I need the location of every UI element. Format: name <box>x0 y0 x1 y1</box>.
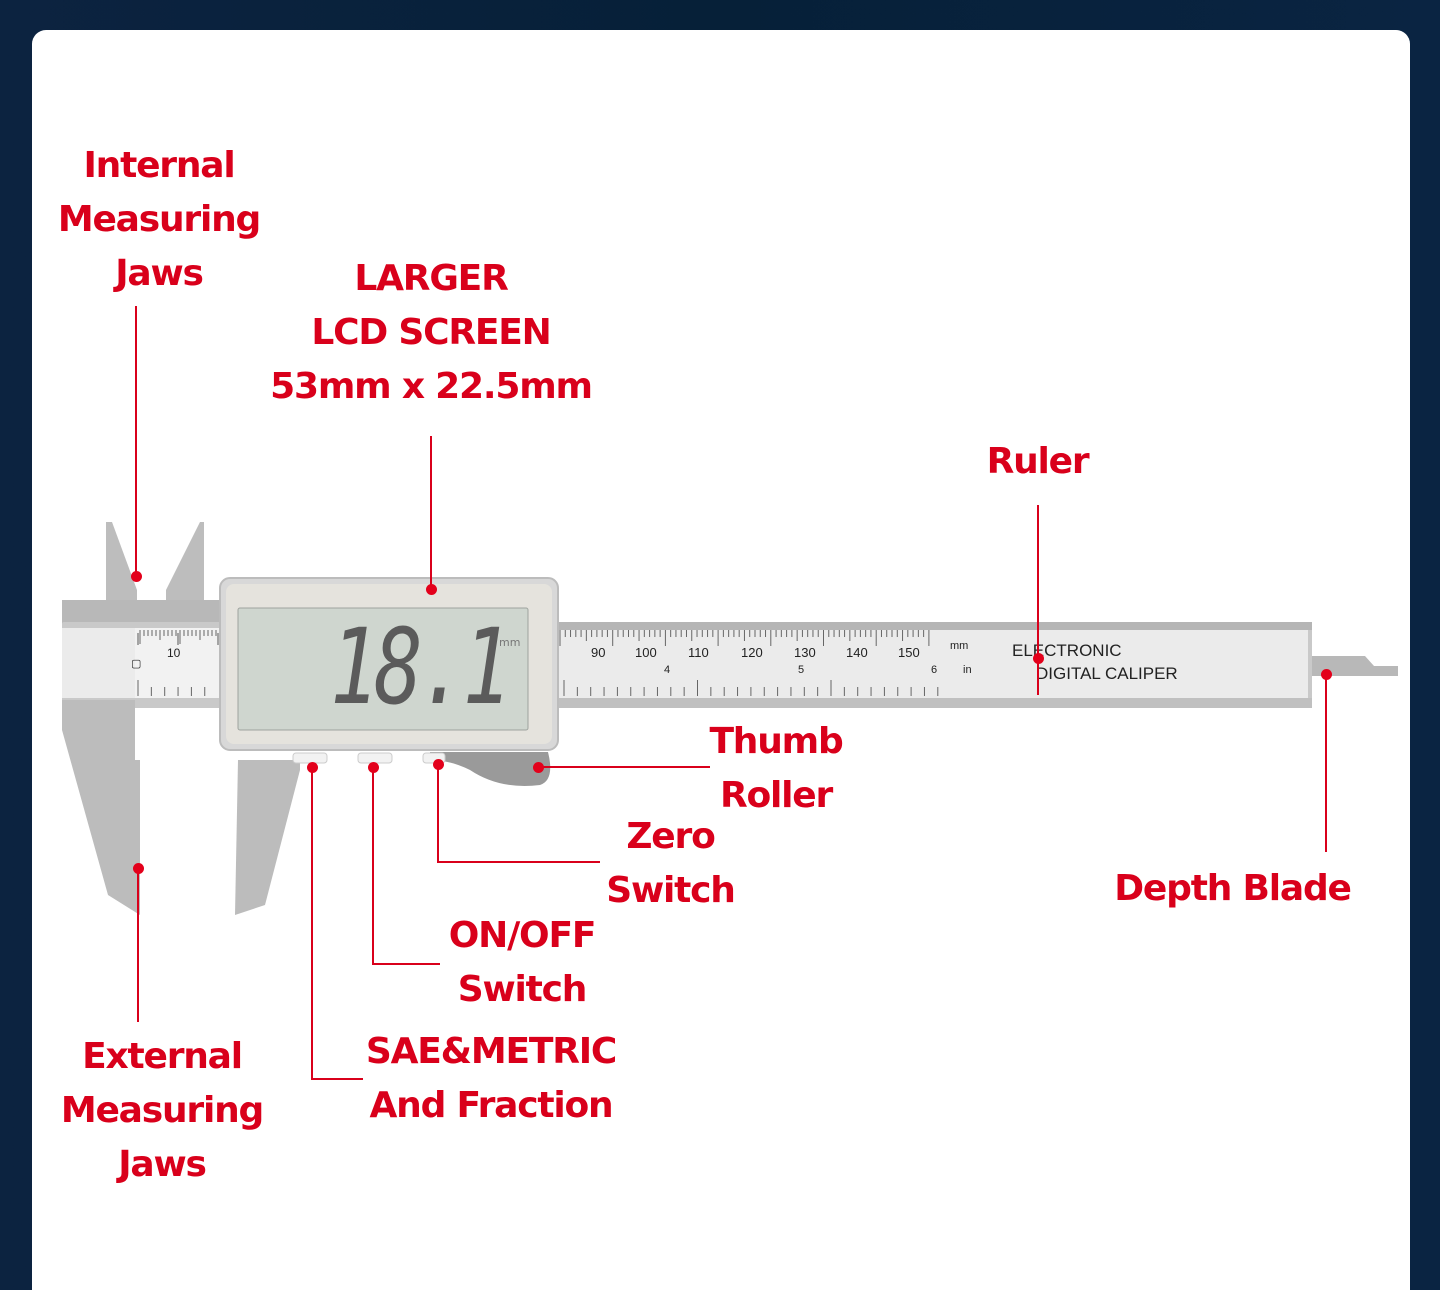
label-depth-blade: Depth Blade <box>1114 868 1352 909</box>
leader-internal-jaws <box>135 306 137 576</box>
leader-onoff-h <box>372 963 440 965</box>
inch-label-4: 4 <box>664 664 671 676</box>
leader-external-jaws <box>137 868 139 1022</box>
external-jaw-fixed <box>62 700 140 915</box>
unit-mm-label: mm <box>950 640 969 652</box>
dot-internal-jaws <box>130 570 142 582</box>
leader-sae-v <box>311 767 313 1080</box>
caliper-illustration <box>62 522 1398 915</box>
scale-zero-box: ▢ <box>131 658 142 670</box>
internal-jaw-sliding <box>166 522 204 615</box>
lcd-reading: 18.1 <box>330 606 511 728</box>
inch-label-6: 6 <box>931 664 938 676</box>
scale-label-130: 130 <box>794 645 816 660</box>
unit-in-label: in <box>963 664 972 676</box>
scale-label-150: 150 <box>898 645 920 660</box>
lcd-screen <box>237 607 529 731</box>
dot-thumb-roller <box>532 761 544 773</box>
label-ruler: Ruler <box>986 441 1090 482</box>
leader-lcd <box>430 436 432 589</box>
brand-line-2: DIGITAL CALIPER <box>1036 664 1178 683</box>
dot-external-jaws <box>132 862 144 874</box>
internal-jaw-fixed <box>106 522 137 615</box>
leader-thumb-roller <box>540 766 710 768</box>
leader-onoff-v <box>372 767 374 965</box>
brand-line-1: ELECTRONIC <box>1012 641 1122 660</box>
scale-label-140: 140 <box>846 645 868 660</box>
dot-depth-blade <box>1320 668 1332 680</box>
leader-depth-blade <box>1325 674 1327 852</box>
lcd-unit: mm <box>499 636 521 649</box>
inch-label-5: 5 <box>798 664 805 676</box>
leader-zero-h <box>437 861 600 863</box>
scale-label-100: 100 <box>635 645 657 660</box>
scale-label-10: 10 <box>167 646 181 660</box>
dot-lcd <box>425 583 437 595</box>
dot-sae <box>306 761 318 773</box>
dot-zero <box>432 758 444 770</box>
external-jaw-sliding <box>235 760 300 915</box>
dot-onoff <box>367 761 379 773</box>
leader-sae-h <box>311 1078 363 1080</box>
dot-ruler <box>1032 652 1044 664</box>
scale-label-90: 90 <box>591 645 606 660</box>
leader-zero-v <box>437 764 439 863</box>
scale-label-110: 110 <box>688 645 709 660</box>
leader-ruler <box>1037 505 1039 695</box>
thumb-roller-shape <box>430 752 551 786</box>
depth-blade-shape <box>1312 656 1398 676</box>
scale-label-120: 120 <box>741 645 763 660</box>
